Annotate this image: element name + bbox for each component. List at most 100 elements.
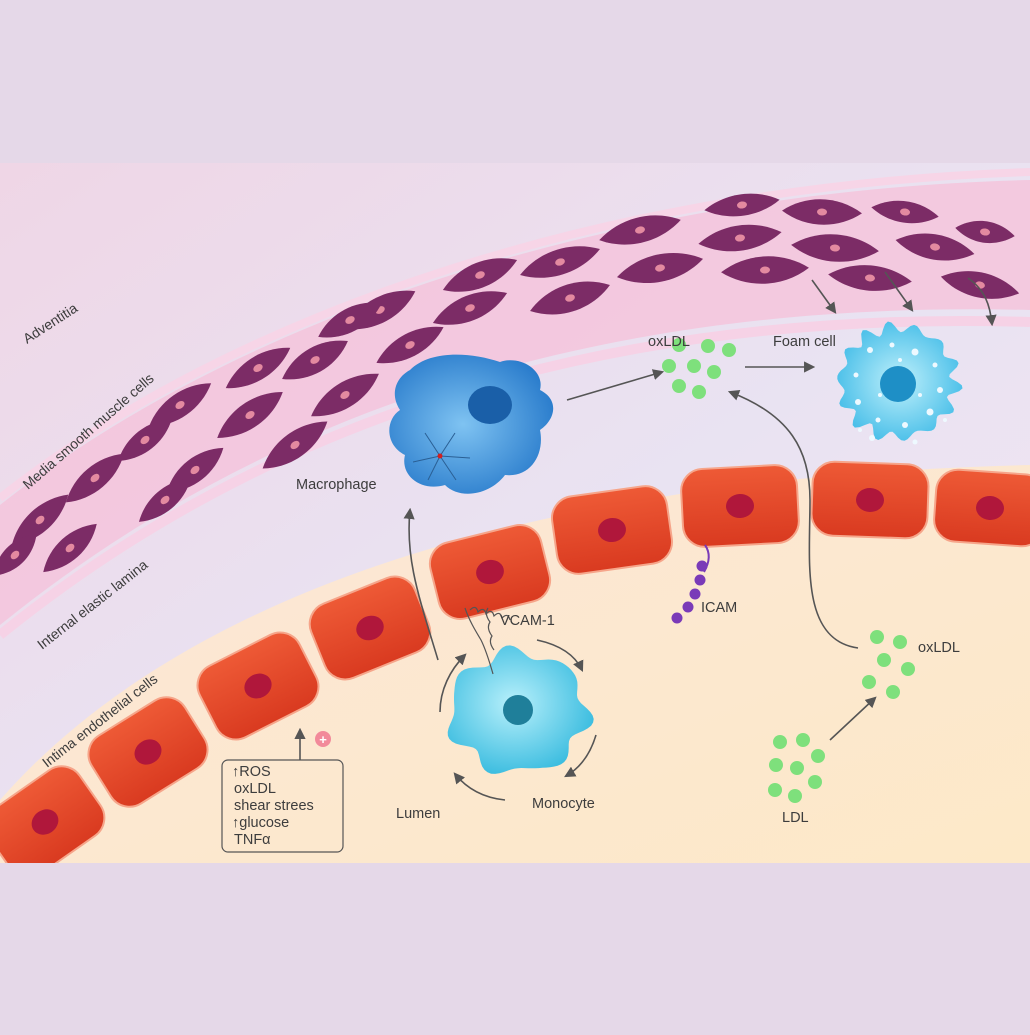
endothelial-cell bbox=[810, 460, 930, 540]
smooth-muscle-cell bbox=[118, 419, 172, 461]
label-monocyte: Monocyte bbox=[532, 796, 595, 812]
lipid-particle bbox=[662, 359, 676, 373]
arrows bbox=[294, 271, 997, 801]
lipid-particle bbox=[893, 635, 907, 649]
label-foam-cell: Foam cell bbox=[773, 334, 836, 350]
lipid-particle bbox=[796, 733, 810, 747]
lipid-droplet bbox=[898, 358, 902, 362]
arrow-smc-1 bbox=[811, 279, 837, 314]
label-oxldl-top: oxLDL bbox=[648, 334, 690, 350]
arrow-smc-2 bbox=[884, 271, 914, 312]
smooth-muscle-cell bbox=[11, 494, 69, 546]
lipid-droplet bbox=[918, 393, 922, 397]
lipid-particle bbox=[886, 685, 900, 699]
smooth-muscle-cell bbox=[262, 421, 328, 469]
label-macrophage: Macrophage bbox=[296, 477, 377, 493]
lipid-particle bbox=[877, 653, 891, 667]
lipid-particle bbox=[870, 630, 884, 644]
lipid-droplet bbox=[858, 428, 862, 432]
endothelial-cell bbox=[428, 524, 552, 620]
smooth-muscle-cell bbox=[616, 252, 704, 284]
lipid-droplet bbox=[932, 362, 938, 368]
lipid-droplet bbox=[869, 435, 875, 441]
lipid-droplet bbox=[926, 408, 934, 416]
lipid-particle bbox=[672, 338, 686, 352]
smooth-muscle-cells bbox=[0, 193, 1020, 576]
monocyte-cycle-arrow-3 bbox=[453, 772, 506, 801]
lipid-droplet bbox=[937, 387, 943, 393]
smooth-muscle-cell bbox=[520, 246, 600, 278]
smooth-muscle-cell bbox=[0, 534, 37, 576]
lipid-particle bbox=[811, 749, 825, 763]
macrophage-cell bbox=[389, 354, 554, 494]
stimulus-tnf: TNFα bbox=[234, 832, 271, 848]
smooth-muscle-cell bbox=[782, 199, 862, 225]
monocyte-cycle-arrow-1 bbox=[536, 639, 584, 673]
lipid-droplet bbox=[912, 439, 918, 445]
lipid-particle bbox=[701, 339, 715, 353]
endothelial-cell bbox=[308, 575, 432, 681]
lipid-particle bbox=[788, 789, 802, 803]
lipid-particles bbox=[662, 338, 915, 803]
lipid-droplet bbox=[875, 417, 881, 423]
smooth-muscle-cell bbox=[791, 234, 879, 262]
lipid-particle bbox=[862, 675, 876, 689]
lipid-droplet bbox=[855, 399, 861, 405]
label-ldl: LDL bbox=[782, 810, 809, 826]
lipid-particle bbox=[808, 775, 822, 789]
lipid-droplet bbox=[867, 347, 873, 353]
arrow-ldl-to-oxldl bbox=[829, 696, 877, 741]
lipid-particle bbox=[687, 359, 701, 373]
smooth-muscle-cell bbox=[530, 281, 610, 315]
smooth-muscle-cell bbox=[432, 291, 508, 325]
adventitia-border bbox=[0, 168, 1030, 502]
lipid-particle bbox=[769, 758, 783, 772]
smooth-muscle-cell bbox=[599, 215, 681, 245]
label-oxldl-right: oxLDL bbox=[918, 640, 960, 656]
plus-sign: + bbox=[319, 732, 327, 747]
stimulus-shear-stress: shear strees bbox=[234, 798, 314, 814]
endothelial-cell bbox=[933, 468, 1030, 548]
lipid-droplet bbox=[889, 342, 895, 348]
smooth-muscle-cell bbox=[895, 233, 975, 261]
smooth-muscle-cell bbox=[871, 200, 939, 224]
lipid-particle bbox=[790, 761, 804, 775]
smooth-muscle-cell bbox=[148, 383, 212, 427]
smooth-muscle-cell bbox=[698, 224, 782, 252]
label-lumen: Lumen bbox=[396, 806, 440, 822]
smooth-muscle-cell bbox=[376, 326, 444, 364]
smooth-muscle-cell bbox=[828, 265, 912, 291]
media-band bbox=[0, 180, 1030, 625]
smooth-muscle-cell bbox=[311, 373, 379, 417]
smooth-muscle-cell bbox=[704, 193, 780, 217]
lipid-particle bbox=[692, 385, 706, 399]
macrophage-nucleus bbox=[468, 386, 512, 424]
stimulus-glucose: ↑glucose bbox=[232, 815, 289, 831]
lipid-droplet bbox=[853, 372, 859, 378]
label-icam: ICAM bbox=[701, 600, 737, 616]
plus-badge bbox=[315, 731, 331, 747]
lipid-droplet bbox=[911, 348, 919, 356]
smooth-muscle-cell bbox=[43, 523, 97, 573]
endothelial-cell bbox=[680, 464, 800, 548]
monocyte-cycle-arrow-4 bbox=[439, 653, 467, 713]
monocyte-cycle-arrow-2 bbox=[564, 734, 597, 778]
stimuli-box bbox=[221, 759, 344, 853]
smooth-muscle-cell bbox=[318, 302, 382, 338]
foam-cell bbox=[837, 321, 963, 445]
arrow-monocyte-to-macrophage bbox=[403, 507, 439, 661]
icam-chain bbox=[671, 544, 710, 624]
arrow-macrophage-to-oxldl bbox=[566, 369, 665, 401]
lipid-particle bbox=[773, 735, 787, 749]
smooth-muscle-cell bbox=[65, 453, 125, 503]
lipid-droplet bbox=[943, 418, 947, 422]
smooth-muscle-cell bbox=[282, 340, 348, 380]
endothelial-cell bbox=[87, 696, 209, 808]
smooth-muscle-cell bbox=[955, 221, 1015, 243]
lipid-particle bbox=[707, 365, 721, 379]
macrophage-star bbox=[412, 432, 471, 481]
foam-cell-nucleus bbox=[880, 366, 916, 402]
label-vcam: VCAM-1 bbox=[500, 613, 555, 629]
